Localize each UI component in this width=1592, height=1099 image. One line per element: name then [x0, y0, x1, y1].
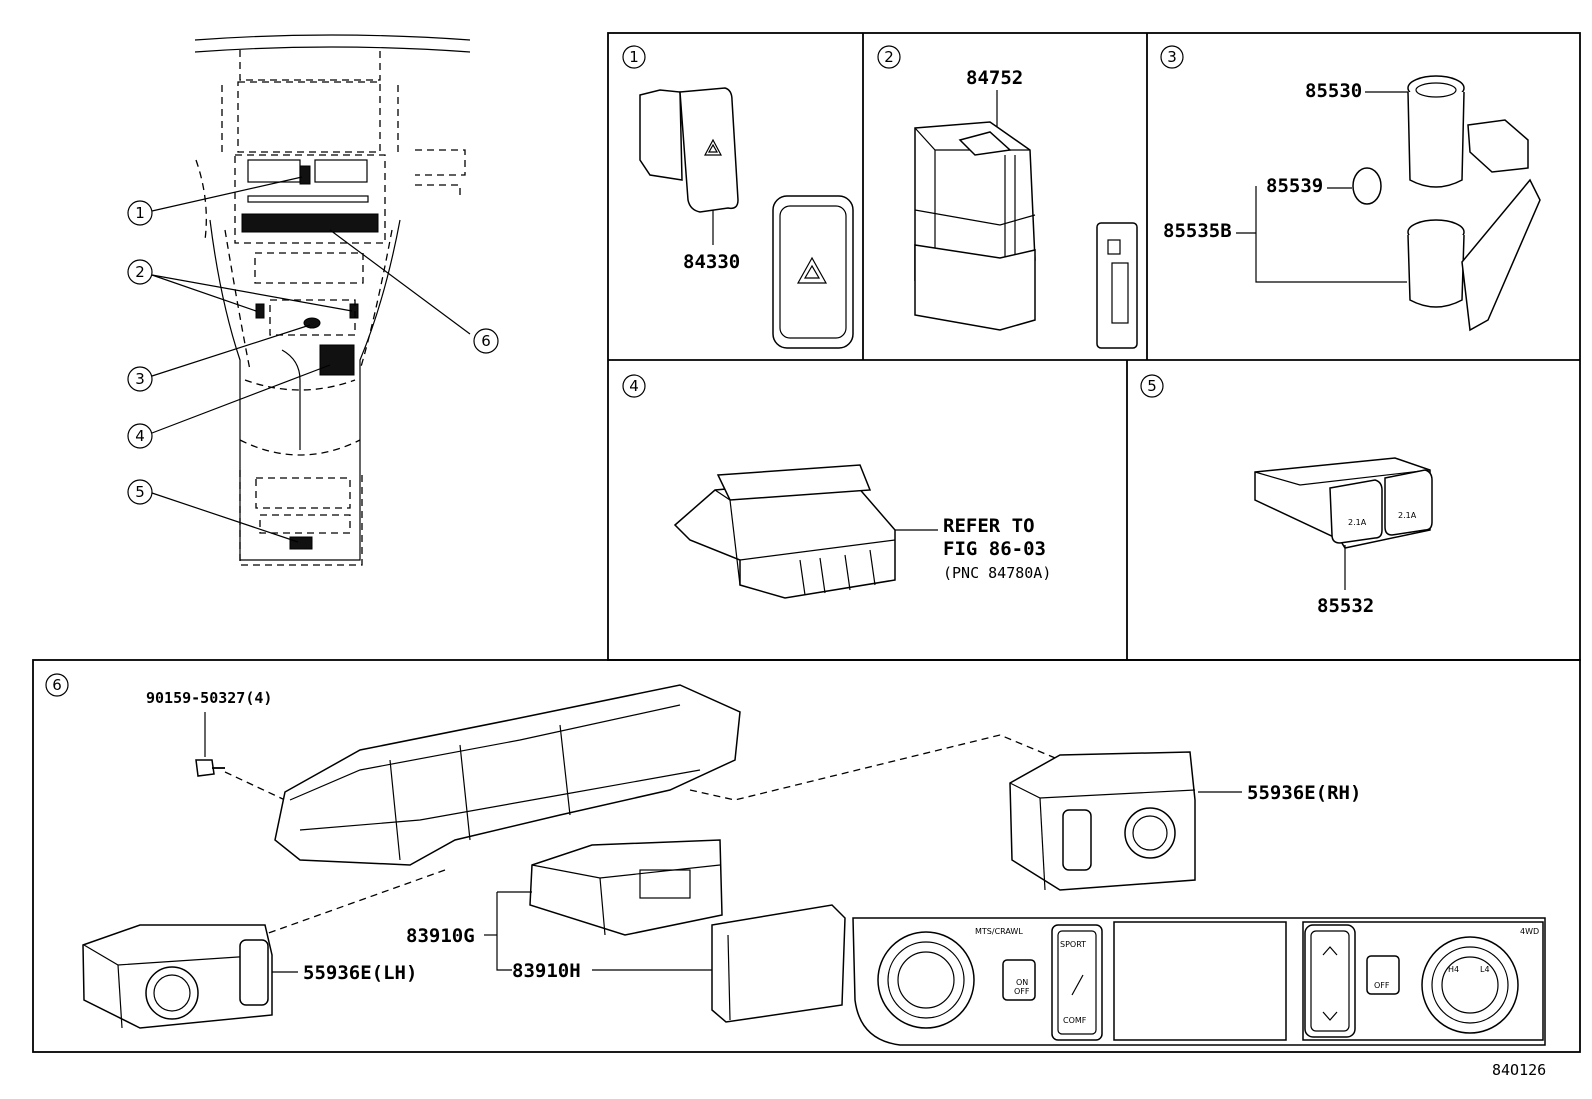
- part-85535B-label: 85535B: [1163, 220, 1232, 242]
- part-84330-label: 84330: [683, 251, 740, 273]
- panel-4-switch-module: REFER TO FIG 86-03 (PNC 84780A): [673, 464, 1051, 599]
- part-84752-label: 84752: [966, 67, 1023, 89]
- part-90159-label: 90159-50327(4): [146, 689, 272, 707]
- part-85530-label: 85530: [1305, 80, 1362, 102]
- callout-circle-3: [127, 366, 153, 392]
- usb-port-2-rating: 2.1A: [1398, 511, 1417, 520]
- panel-2-module: 84752: [914, 67, 1138, 349]
- switch-front-view: MTS/CRAWL ON OFF SPORT COMF OFF 4WD H4 L…: [852, 917, 1546, 1046]
- overview-leaders: [151, 176, 471, 543]
- figure-id: 84O126: [1492, 1061, 1546, 1079]
- part-85532-label: 85532: [1317, 595, 1374, 617]
- panel-4-number: 4: [629, 377, 639, 395]
- h4-label: H4: [1448, 965, 1459, 974]
- sport-label: SPORT: [1060, 940, 1086, 949]
- callout-2: 2: [135, 263, 145, 281]
- refer-line-2: FIG 86-03: [943, 538, 1046, 560]
- part-83910G-label: 83910G: [406, 925, 475, 947]
- panel-6-climate: 90159-50327(4) 55936E(RH) 83910G 83910H: [82, 684, 1361, 1029]
- callout-circle-1: [127, 200, 153, 226]
- panel-2-number: 2: [884, 48, 894, 66]
- callout-circle-5: [127, 479, 153, 505]
- usb-port-1-rating: 2.1A: [1348, 518, 1367, 527]
- off-label-2: OFF: [1374, 981, 1390, 990]
- callout-circle-4: [127, 423, 153, 449]
- part-83910H-label: 83910H: [512, 960, 581, 982]
- overview-callouts: 1 2 3 4 5 6: [127, 200, 499, 505]
- panel-6-number: 6: [52, 676, 62, 694]
- mts-crawl-label: MTS/CRAWL: [975, 927, 1023, 936]
- callout-6: 6: [481, 332, 491, 350]
- callout-circle-6: [473, 328, 499, 354]
- off-label-1: OFF: [1014, 987, 1030, 996]
- part-55936E-LH-label: 55936E(LH): [303, 962, 417, 984]
- callout-1: 1: [135, 204, 145, 222]
- panel-5-number: 5: [1147, 377, 1157, 395]
- panel-3-power-outlet: 85530 85539 85535B: [1163, 75, 1541, 332]
- l4-label: L4: [1480, 965, 1490, 974]
- panel-grid: [32, 32, 1581, 1053]
- part-85539-label: 85539: [1266, 175, 1323, 197]
- callout-5: 5: [135, 483, 145, 501]
- four-wd-label: 4WD: [1520, 927, 1539, 936]
- refer-line-1: REFER TO: [943, 515, 1035, 537]
- callout-circle-2: [127, 259, 153, 285]
- on-label: ON: [1016, 978, 1028, 987]
- panel-1-hazard-switch: 84330: [639, 87, 854, 349]
- console-overview: [194, 34, 471, 566]
- panel-numbers: 1 2 3 4 5 6: [45, 45, 1184, 697]
- part-55936E-RH-label: 55936E(RH): [1247, 782, 1361, 804]
- callout-3: 3: [135, 370, 145, 388]
- refer-line-3: (PNC 84780A): [943, 564, 1051, 582]
- panel-3-number: 3: [1167, 48, 1177, 66]
- comf-label: COMF: [1063, 1016, 1087, 1025]
- panel-5-usb-charger: 2.1A 2.1A 85532: [1254, 457, 1433, 617]
- panel-1-number: 1: [629, 48, 639, 66]
- callout-4: 4: [135, 427, 145, 445]
